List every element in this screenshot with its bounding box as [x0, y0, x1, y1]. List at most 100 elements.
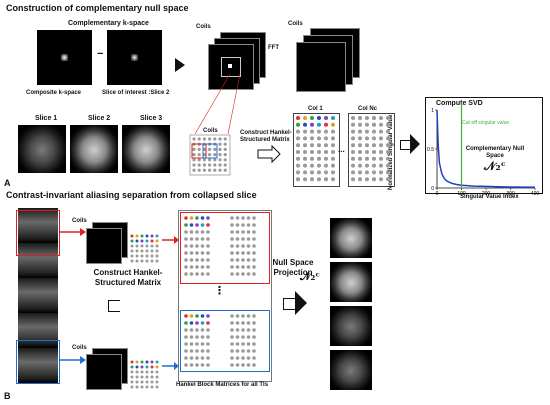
blue-arrow-head: [80, 356, 86, 364]
matrix-dot: [135, 234, 139, 238]
matrix-dot: [135, 370, 139, 374]
matrix-dot: [135, 259, 139, 263]
matrix-dot: [230, 314, 234, 318]
matrix-dot: [130, 385, 134, 389]
matrix-dot: [235, 321, 240, 325]
matrix-dot: [213, 153, 217, 157]
matrix-dot: [200, 216, 205, 220]
matrix-dot: [135, 244, 139, 248]
matrix-dot: [358, 129, 362, 134]
matrix-dot: [296, 129, 300, 134]
matrix-dot: [252, 314, 256, 318]
matrix-dot: [140, 380, 144, 384]
matrix-dot: [296, 177, 300, 182]
matrix-dot: [303, 143, 307, 148]
matrix-dot: [155, 370, 159, 374]
matrix-dot: [135, 254, 139, 258]
matrix-dot: [184, 342, 188, 346]
matrix-dot: [218, 147, 222, 151]
matrix-dot: [140, 234, 144, 238]
matrix-dot: [197, 168, 201, 172]
matrix-dot: [303, 156, 307, 161]
output-slice-3: [330, 306, 372, 346]
x-tick-label: 100: [457, 191, 466, 197]
matrix-dot: [218, 142, 222, 146]
matrix-dot: [140, 249, 144, 253]
matrix-dot: [202, 163, 206, 167]
fft-label: FFT: [268, 45, 279, 51]
matrix-dot: [246, 244, 251, 248]
matrix-dot: [195, 251, 199, 255]
red-arrow-head: [174, 236, 179, 244]
coil-kspace-b-top: [86, 228, 122, 264]
matrix-dot: [372, 116, 376, 120]
slice-3-label: Slice 3: [140, 115, 163, 122]
matrix-dot: [241, 314, 245, 318]
matrix-dot: [252, 251, 256, 255]
matrix-dot: [200, 258, 205, 262]
cutoff-label: Cut-off singular value: [462, 120, 510, 126]
matrix-dot: [241, 321, 245, 325]
matrix-dot: [351, 156, 355, 161]
matrix-dot: [145, 239, 149, 243]
matrix-dot: [324, 177, 328, 182]
matrix-dot: [195, 321, 199, 325]
matrix-dot: [324, 122, 328, 127]
matrix-dot: [235, 363, 240, 367]
matrix-dot: [252, 244, 256, 248]
matrix-dot: [200, 265, 205, 269]
matrix-dot: [206, 251, 210, 255]
matrix-dot: [241, 251, 245, 255]
x-tick-label: 0: [436, 191, 439, 197]
matrix-dot: [331, 156, 335, 161]
matrix-dot: [386, 177, 390, 182]
matrix-dot: [130, 244, 134, 248]
matrix-dot: [150, 385, 154, 389]
matrix-dot: [135, 365, 139, 369]
matrix-dot: [150, 370, 154, 374]
matrix-dot: [296, 150, 300, 154]
matrix-dot: [246, 328, 251, 332]
matrix-dot: [230, 349, 234, 353]
hollow-arrow-icon: [400, 140, 411, 150]
slice-3-image: [122, 125, 170, 173]
matrix-dot: [140, 239, 144, 243]
matrix-dot: [241, 244, 245, 248]
matrix-dot: [235, 335, 240, 339]
matrix-dot: [296, 143, 300, 148]
red-roi-box: [16, 210, 60, 256]
matrix-dot: [379, 170, 383, 175]
slice-1-image: [18, 125, 66, 173]
matrix-dot: [317, 177, 321, 182]
matrix-dot: [230, 272, 234, 276]
matrix-dot: [241, 363, 245, 367]
collapsed-slice-column: [18, 208, 58, 383]
matrix-dot: [310, 170, 314, 175]
guide-line: [194, 73, 231, 135]
matrix-dot: [296, 136, 300, 141]
matrix-dot: [310, 143, 314, 148]
matrix-dot: [241, 335, 245, 339]
coil-kspace-b-bottom: [86, 354, 122, 390]
matrix-dot: [379, 163, 383, 168]
panel-a-title: Construction of complementary null space: [6, 3, 189, 13]
matrix-dot: [331, 116, 335, 120]
matrix-dot: [372, 156, 376, 161]
hankel-column-1: [293, 113, 340, 187]
matrix-dot: [246, 321, 251, 325]
matrix-dot: [372, 143, 376, 148]
matrix-dot: [379, 177, 383, 182]
matrix-dot: [200, 349, 205, 353]
matrix-dot: [184, 258, 188, 262]
matrix-dot: [145, 234, 149, 238]
coils-label-a3: Coils: [203, 128, 218, 134]
matrix-dot: [252, 223, 256, 227]
matrix-dot: [195, 230, 199, 234]
hankel-hdots: ...: [338, 145, 345, 154]
matrix-dot: [296, 170, 300, 175]
matrix-dot: [145, 259, 149, 263]
matrix-dot: [184, 328, 188, 332]
matrix-dot: [140, 360, 144, 364]
matrix-dot: [246, 265, 251, 269]
block-vdots: ⋮: [214, 285, 225, 297]
